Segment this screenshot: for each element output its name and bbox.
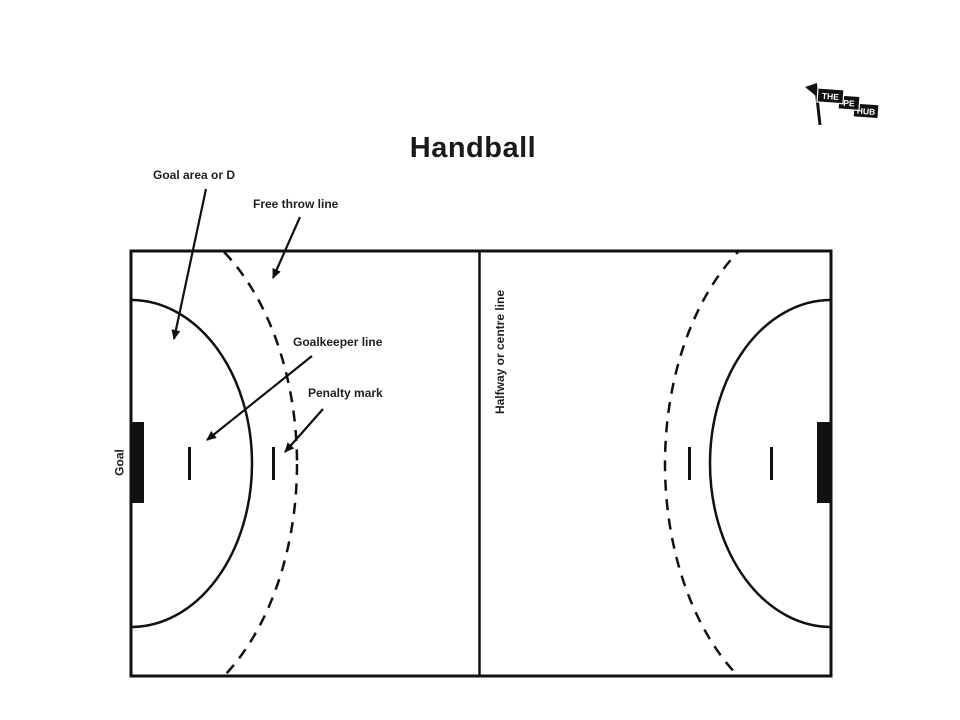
label-goal-area: Goal area or D bbox=[153, 168, 236, 182]
page-title: Handball bbox=[409, 132, 537, 164]
label-goalkeeper-line: Goalkeeper line bbox=[293, 335, 383, 349]
goal-area-arc-right bbox=[708, 298, 830, 629]
label-halfway-line: Halfway or centre line bbox=[493, 289, 507, 415]
free-throw-arc-left bbox=[222, 252, 299, 675]
label-free-throw-line: Free throw line bbox=[253, 197, 339, 211]
logo-word-hub: HUB bbox=[856, 106, 875, 117]
goal-area-arc-left bbox=[132, 298, 254, 629]
label-goal: Goal bbox=[112, 449, 127, 476]
free-throw-arc-right bbox=[663, 252, 740, 675]
arrow-goalkeeper-line bbox=[206, 355, 313, 441]
court-boundary bbox=[129, 249, 833, 678]
arrow-penalty-mark bbox=[284, 408, 324, 453]
flag-pennant-icon bbox=[805, 83, 817, 96]
arrow-free-throw bbox=[271, 216, 302, 279]
logo-word-pe: PE bbox=[843, 98, 855, 109]
arrow-goal-area bbox=[171, 188, 208, 340]
label-penalty-mark: Penalty mark bbox=[308, 386, 383, 400]
goal-right bbox=[817, 422, 831, 503]
goal-left bbox=[130, 422, 144, 503]
logo-word-the: THE bbox=[822, 91, 840, 102]
flag-pole-icon bbox=[814, 83, 822, 126]
pe-hub-logo: HUB PE THE bbox=[805, 83, 880, 126]
